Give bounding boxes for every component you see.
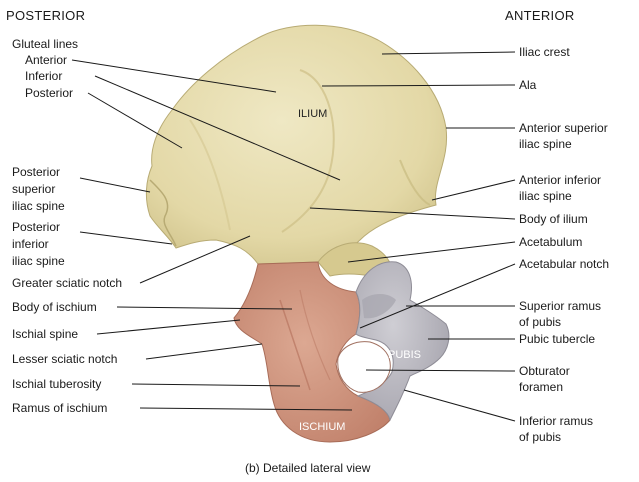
leader-iliac-crest [381,51,516,55]
ilium-region-label: ILIUM [298,108,328,120]
label-gluteal-posterior: Posterior [25,86,74,100]
leader-body-of-ilium [309,207,516,220]
label-obturator-line1: Obturator [519,364,570,378]
label-inf-ramus-line2: of pubis [519,430,562,444]
label-greater-sciatic-notch: Greater sciatic notch [12,276,123,290]
label-gluteal-anterior: Anterior [25,53,68,67]
label-body-of-ischium: Body of ischium [12,300,97,314]
leader-obturator [365,369,516,372]
leader-gluteal-anterior [71,59,277,93]
label-asis-line1: Anterior superior [519,121,608,135]
label-ala: Ala [519,78,537,92]
label-obturator-line2: foramen [519,380,564,394]
leader-inf-ramus [403,389,516,422]
ischium-region-label: ISCHIUM [299,421,346,433]
leader-piis [79,231,173,245]
leader-psis [79,177,151,193]
anterior-header: ANTERIOR [505,8,575,23]
leader-ischial-spine [96,319,241,335]
leader-acetabulum [347,241,516,263]
label-acetabulum: Acetabulum [519,235,583,249]
label-lesser-sciatic-notch: Lesser sciatic notch [12,352,118,366]
leader-gluteal-inferior [94,75,341,181]
leader-ala [321,84,516,87]
leader-greater-sciatic-notch [139,235,251,284]
label-ischial-spine: Ischial spine [12,327,79,341]
ilium-shape [145,24,448,265]
leader-ischial-tuberosity [131,383,301,387]
label-acetabular-notch: Acetabular notch [519,257,610,271]
label-gluteal-lines: Gluteal lines [12,37,79,51]
label-asis-line2: iliac spine [519,137,572,151]
label-iliac-crest: Iliac crest [519,45,570,59]
label-psis-line2: superior [12,182,56,196]
label-sup-ramus-line1: Superior ramus [519,299,602,313]
label-aiis-line2: iliac spine [519,189,572,203]
label-inf-ramus-line1: Inferior ramus [519,414,594,428]
label-gluteal-inferior: Inferior [25,69,63,83]
posterior-header: POSTERIOR [6,8,86,23]
label-piis-line1: Posterior [12,220,61,234]
pubis-region-label: PUBIS [388,349,422,361]
figure-caption: (b) Detailed lateral view [245,461,371,475]
leader-acetabular-notch [359,263,516,329]
leader-gluteal-posterior [87,92,183,149]
label-pubic-tubercle: Pubic tubercle [519,332,596,346]
label-psis-line3: iliac spine [12,199,65,213]
label-sup-ramus-line2: of pubis [519,315,562,329]
label-body-of-ilium: Body of ilium [519,212,588,226]
label-psis-line1: Posterior [12,165,61,179]
leader-aiis [431,179,516,201]
label-ischial-tuberosity: Ischial tuberosity [12,377,102,391]
label-piis-line3: iliac spine [12,254,65,268]
leader-body-of-ischium [116,306,293,310]
pubis-shape [355,261,450,422]
leader-ramus-of-ischium [139,407,353,411]
leader-lesser-sciatic-notch [145,343,263,360]
leader-lines [71,51,516,422]
label-aiis-line1: Anterior inferior [519,173,602,187]
label-ramus-of-ischium: Ramus of ischium [12,401,108,415]
label-piis-line2: inferior [12,237,49,251]
